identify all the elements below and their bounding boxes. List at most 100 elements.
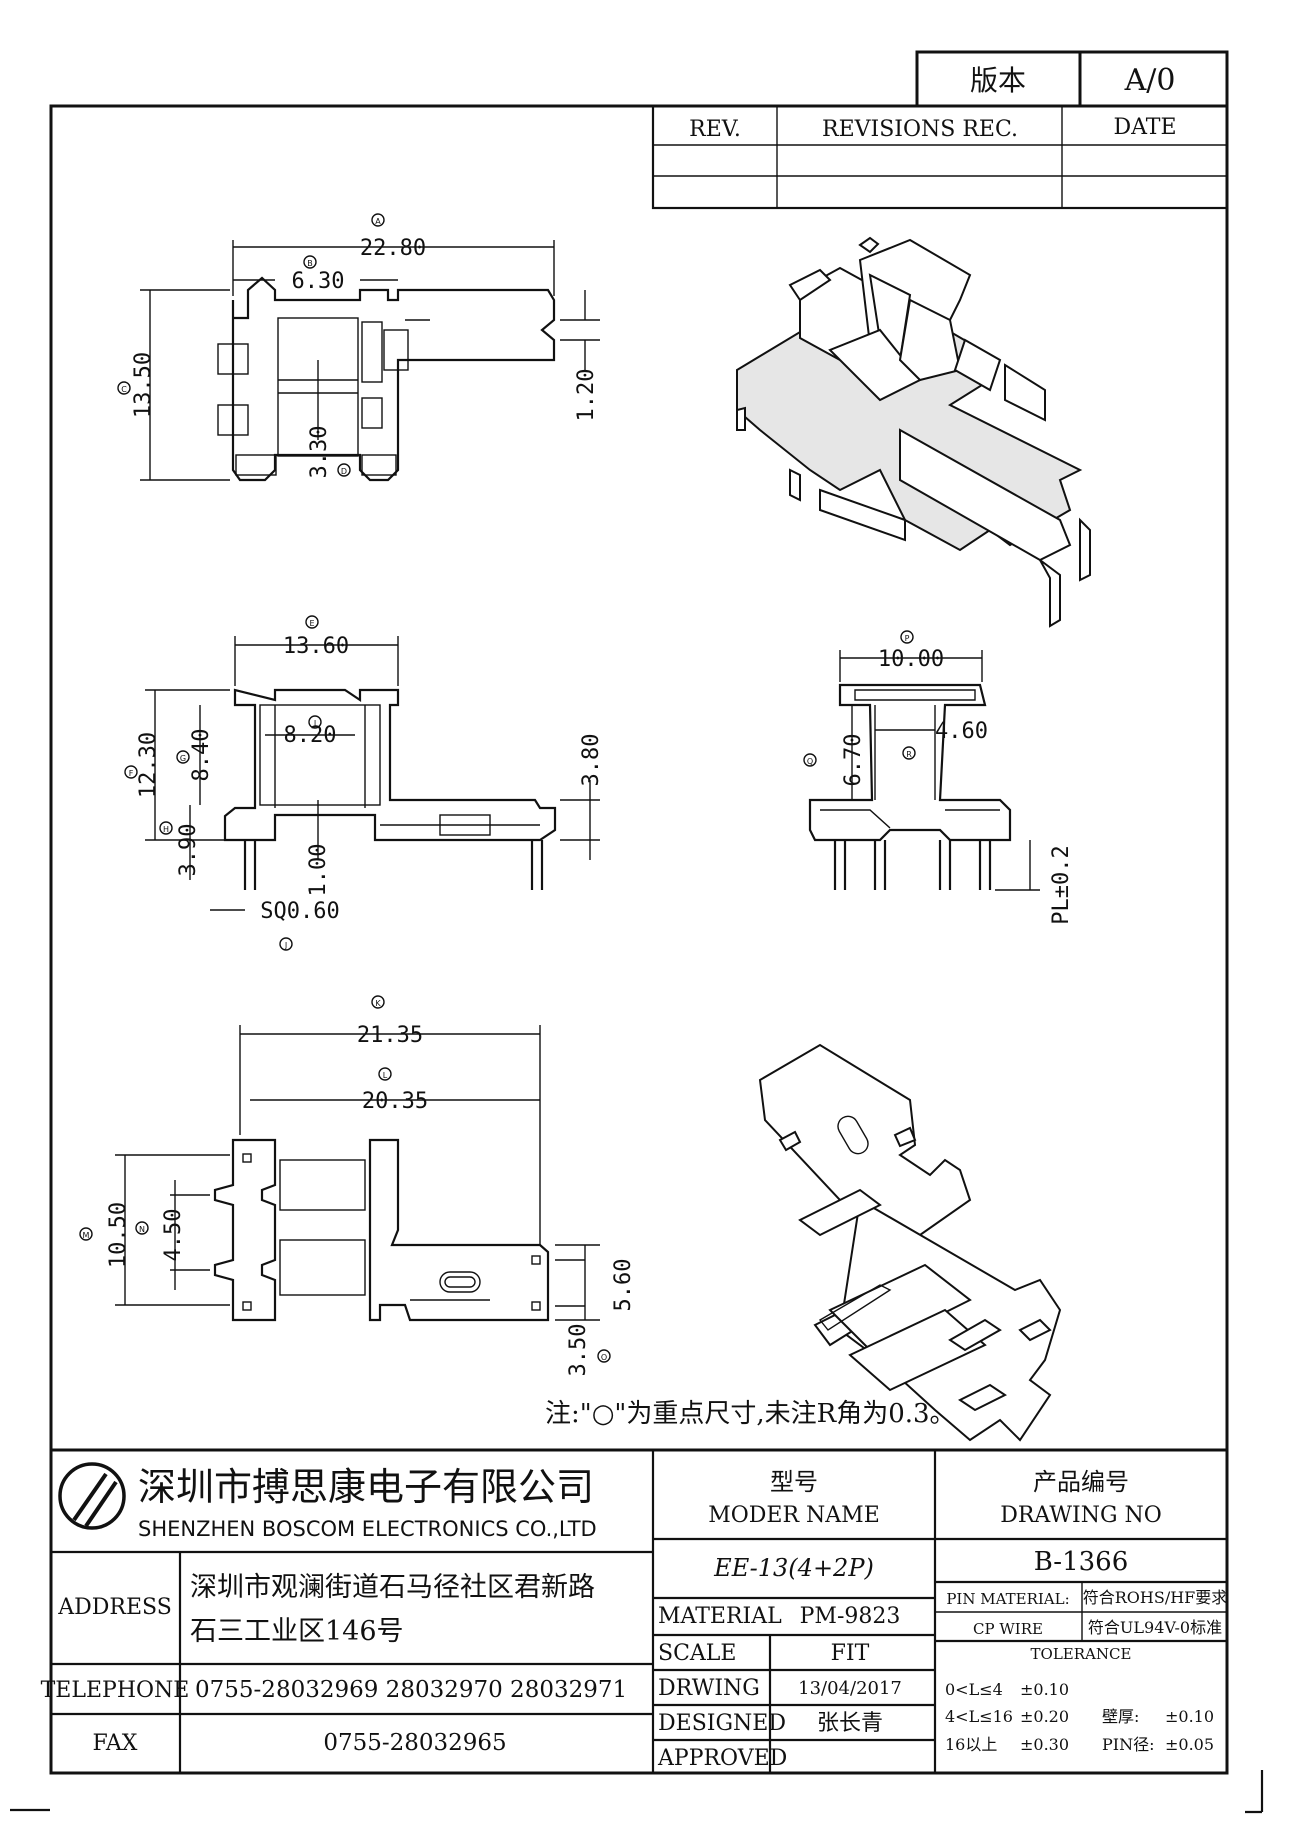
circle-label-o: O <box>601 1353 607 1362</box>
company-name-en: SHENZHEN BOSCOM ELECTRONICS CO.,LTD <box>138 1517 597 1541</box>
tolerance-row1-range: 0<L≤4 <box>945 1680 1003 1699</box>
address-label: ADDRESS <box>57 1595 172 1620</box>
circle-label-n: N <box>139 1225 145 1234</box>
dim-top-width-b: 6.30 <box>292 269 345 294</box>
isometric-view-bottom <box>758 1043 1062 1442</box>
dim-top-overall-width: 22.80 <box>360 236 426 261</box>
address-line-1: 深圳市观澜街道石马径社区君新路 <box>190 1572 595 1603</box>
version-label: 版本 <box>970 64 1026 97</box>
top-view <box>217 276 556 482</box>
version-block <box>915 50 1229 108</box>
dim-front-upper: 8.40 <box>189 729 214 782</box>
front-view <box>223 688 557 890</box>
telephone-label: TELEPHONE <box>41 1678 190 1703</box>
circle-label-l: L <box>383 1071 388 1080</box>
dim-front-lower: 3.90 <box>176 824 201 877</box>
dim-bottom-tab-pitch: 3.50 <box>566 1324 591 1377</box>
dim-bottom-pin-span: 20.35 <box>362 1089 428 1114</box>
address-line-2: 石三工业区146号 <box>190 1616 404 1647</box>
pin-material-value: 符合ROHS/HF要求 <box>1083 1588 1228 1607</box>
pin-diameter-value: ±0.05 <box>1165 1735 1214 1754</box>
dim-side-height: 6.70 <box>841 734 866 787</box>
drawing-no-value: B-1366 <box>1034 1547 1129 1577</box>
circle-label-f: F <box>129 769 134 778</box>
dim-bottom-overall: 21.35 <box>357 1023 423 1048</box>
material-label: MATERIAL <box>658 1604 782 1629</box>
side-view-dims: 10.00 4.60 6.70 PL±0.2 P Q R <box>803 630 1074 925</box>
dim-front-inner: 8.20 <box>284 723 337 748</box>
tolerance-row3-value: ±0.30 <box>1020 1735 1069 1754</box>
tolerance-row1-value: ±0.10 <box>1020 1680 1069 1699</box>
dim-side-width: 10.00 <box>878 647 944 672</box>
circle-label-a: A <box>375 217 381 226</box>
circle-label-k: K <box>375 999 381 1008</box>
dim-top-slot: 1.20 <box>574 369 599 422</box>
drawing-no-label-en: DRAWING NO <box>1000 1503 1162 1528</box>
dim-bottom-height: 10.50 <box>106 1202 131 1268</box>
designed-value: 张长青 <box>817 1711 883 1736</box>
drawing-note: 注:"○"为重点尺寸,未注R角为0.3。 <box>545 1399 956 1429</box>
scale-label: SCALE <box>658 1641 736 1666</box>
circle-label-q: Q <box>807 757 813 766</box>
approved-label: APPROVED <box>657 1746 787 1771</box>
model-label-en: MODER NAME <box>708 1503 880 1528</box>
dim-top-height: 13.50 <box>131 352 156 418</box>
company-name-cn: 深圳市搏思康电子有限公司 <box>138 1465 594 1509</box>
bottom-view-dims: 21.35 20.35 10.50 4.50 5.60 3.50 K L M N… <box>79 995 636 1377</box>
company-logo <box>58 1462 126 1530</box>
cp-wire-label: CP WIRE <box>973 1620 1043 1638</box>
dim-front-pin-sq: SQ0.60 <box>260 899 339 924</box>
circle-label-i: I <box>314 719 316 728</box>
scale-value: FIT <box>831 1641 870 1666</box>
drawing-date-label: DRWING <box>658 1676 760 1701</box>
dim-bottom-pitch: 4.50 <box>161 1209 186 1262</box>
model-label-cn: 型号 <box>770 1468 818 1496</box>
dim-bottom-tab-width: 5.60 <box>611 1259 636 1312</box>
circle-label-g: G <box>180 754 186 763</box>
fax-value: 0755-28032965 <box>323 1730 506 1756</box>
circle-label-r: R <box>906 750 912 759</box>
date-header: DATE <box>1113 115 1176 140</box>
cp-wire-value: 符合UL94V-0标准 <box>1088 1618 1222 1637</box>
dim-side-pin-len: PL±0.2 <box>1049 845 1074 924</box>
front-view-dims: 13.60 8.20 12.30 8.40 3.90 1.00 SQ0.60 3… <box>124 615 604 951</box>
drawing-date-value: 13/04/2017 <box>798 1678 902 1699</box>
pin-material-label: PIN MATERIAL: <box>946 1590 1069 1608</box>
isometric-view-top <box>736 236 1091 628</box>
telephone-value: 0755-28032969 28032970 28032971 <box>195 1677 627 1703</box>
side-view <box>808 683 1012 890</box>
pin-diameter-label: PIN径: <box>1102 1735 1154 1754</box>
rev-header: REV. <box>689 117 741 142</box>
dim-front-width: 13.60 <box>283 634 349 659</box>
dim-front-tab-height: 3.80 <box>579 734 604 787</box>
top-view-dims: 22.80 6.30 13.50 1.20 3.30 A B C D <box>117 213 600 481</box>
dim-front-height: 12.30 <box>136 732 161 798</box>
tolerance-row2-value: ±0.20 <box>1020 1707 1069 1726</box>
material-value: PM-9823 <box>800 1604 901 1629</box>
title-block <box>51 1448 1227 1773</box>
wall-thickness-value: ±0.10 <box>1165 1707 1214 1726</box>
model-value: EE-13(4+2P) <box>713 1554 874 1582</box>
tolerance-header: TOLERANCE <box>1031 1645 1132 1663</box>
revisions-table <box>651 104 1229 210</box>
dim-front-pin-len: 1.00 <box>306 844 331 897</box>
sheet-border <box>49 104 1229 1775</box>
circle-label-p: P <box>905 634 910 643</box>
circle-label-h: H <box>163 825 169 834</box>
circle-label-c: C <box>121 385 127 394</box>
tolerance-row3-range: 16以上 <box>945 1735 997 1754</box>
fax-label: FAX <box>93 1731 138 1756</box>
circle-label-m: M <box>83 1231 90 1240</box>
circle-label-e: E <box>309 619 314 628</box>
version-value: A/0 <box>1124 63 1176 98</box>
dim-top-gap: 3.30 <box>307 426 332 479</box>
dim-side-inner: 4.60 <box>935 719 988 744</box>
tolerance-row2-range: 4<L≤16 <box>945 1707 1013 1726</box>
wall-thickness-label: 壁厚: <box>1102 1707 1139 1726</box>
circle-label-b: B <box>307 259 313 268</box>
drawing-no-label-cn: 产品编号 <box>1033 1468 1129 1496</box>
circle-label-d: D <box>341 467 347 476</box>
circle-label-j: J <box>284 941 287 950</box>
bottom-view <box>213 1138 550 1322</box>
